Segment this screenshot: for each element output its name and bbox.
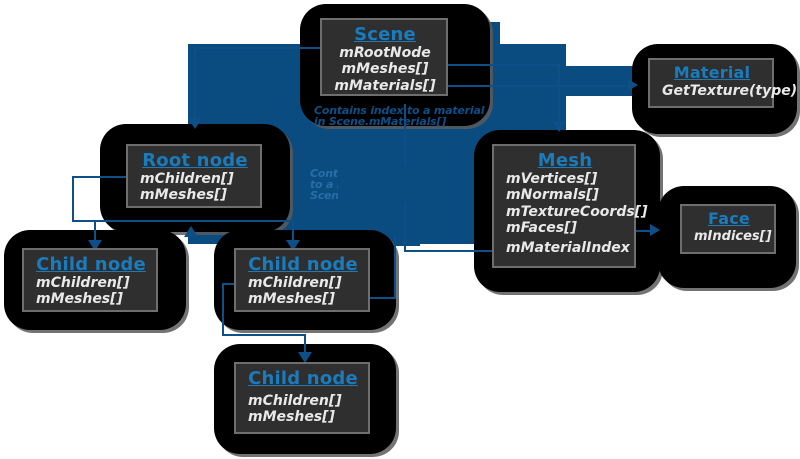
arrow-child-left-down [88,240,102,251]
card-mesh-field-mvertices: mVertices[] [506,171,598,188]
connector-rootnode-to-childleft [94,220,96,246]
card-scene-field-mmeshes: mMeshes[] [341,61,429,78]
card-scene-title: Scene [354,24,416,45]
card-child-node-bottom[interactable]: Child node mChildren[] mMeshes[] [234,362,370,434]
card-child-node-left-title: Child node [36,254,146,275]
card-material-title: Material [673,63,751,82]
note-material-index: Contains index to a material in Scene.mM… [314,104,485,129]
arrow-face-right [650,224,660,236]
card-child-node-middle-title: Child node [248,254,358,275]
card-scene[interactable]: Scene mRootNode mMeshes[] mMaterials[] [320,18,448,96]
connector-childbottom-drop [304,334,306,358]
card-root-node-title: Root node [142,150,248,171]
card-root-node-field-mmeshes: mMeshes[] [140,187,227,204]
card-child-node-left-field-mmeshes: mMeshes[] [36,291,123,308]
card-mesh-field-mfaces: mFaces[] [506,219,577,236]
connector-scene-materials-h [420,85,630,87]
card-mesh-field-mtexturecoords: mTextureCoords[] [506,203,648,220]
card-scene-field-mmaterials: mMaterials[] [334,77,436,94]
connector-rootnode-to-childmid [292,220,294,246]
connector-childmid-meshes-v [394,236,396,298]
connector-mesh-materialindex-h [404,250,500,252]
card-face-field-mindices: mIndices[] [694,228,772,244]
card-material[interactable]: Material GetTexture(type) [648,58,798,108]
arrow-rootnode-down [188,118,202,129]
card-root-node[interactable]: Root node mChildren[] mMeshes[] [126,144,262,208]
arrow-child-middle-down [286,240,300,251]
connector-rootnode-children-h2 [72,220,294,222]
occluder-mesh-note [338,166,426,202]
card-root-node-field-mchildren: mChildren[] [140,171,234,188]
card-child-node-bottom-field-mmeshes: mMeshes[] [248,409,335,426]
card-child-node-bottom-field-mchildren: mChildren[] [248,393,342,410]
card-child-node-middle-field-mmeshes: mMeshes[] [248,291,335,308]
connector-rootnode-children-h [72,176,134,178]
arrow-child-bottom-down [298,352,312,363]
card-mesh-title: Mesh [537,150,593,171]
connector-childmid-children-v [222,283,224,336]
card-child-node-middle-field-mchildren: mChildren[] [248,275,342,292]
connector-scene-meshes-h [420,64,560,66]
card-child-node-middle[interactable]: Child node mChildren[] mMeshes[] [234,248,370,312]
connector-scene-meshes-v [558,64,560,126]
card-scene-field-mrootnode: mRootNode [339,45,431,62]
card-child-node-bottom-title: Child node [248,368,358,389]
connector-childmid-children-h2 [222,334,306,336]
card-child-node-left[interactable]: Child node mChildren[] mMeshes[] [22,248,158,312]
card-mesh-field-mnormals: mNormals[] [506,187,599,204]
connector-scene-rootnode-h [194,47,332,49]
card-material-field-gettexture: GetTexture(type) [662,82,798,99]
arrow-mesh-down [552,121,566,132]
arrow-material-right [628,79,638,91]
card-face-title: Face [708,209,750,228]
connector-scene-rootnode-v [194,47,196,123]
card-child-node-left-field-mchildren: mChildren[] [36,275,130,292]
card-face[interactable]: Face mIndices[] [680,204,776,254]
arrow-childmid-meshes-up [184,226,198,237]
card-mesh[interactable]: Mesh mVertices[] mNormals[] mTextureCoor… [492,144,647,268]
card-mesh-field-mmaterialindex: mMaterialIndex [506,240,630,257]
connector-rootnode-children-v [72,176,74,222]
